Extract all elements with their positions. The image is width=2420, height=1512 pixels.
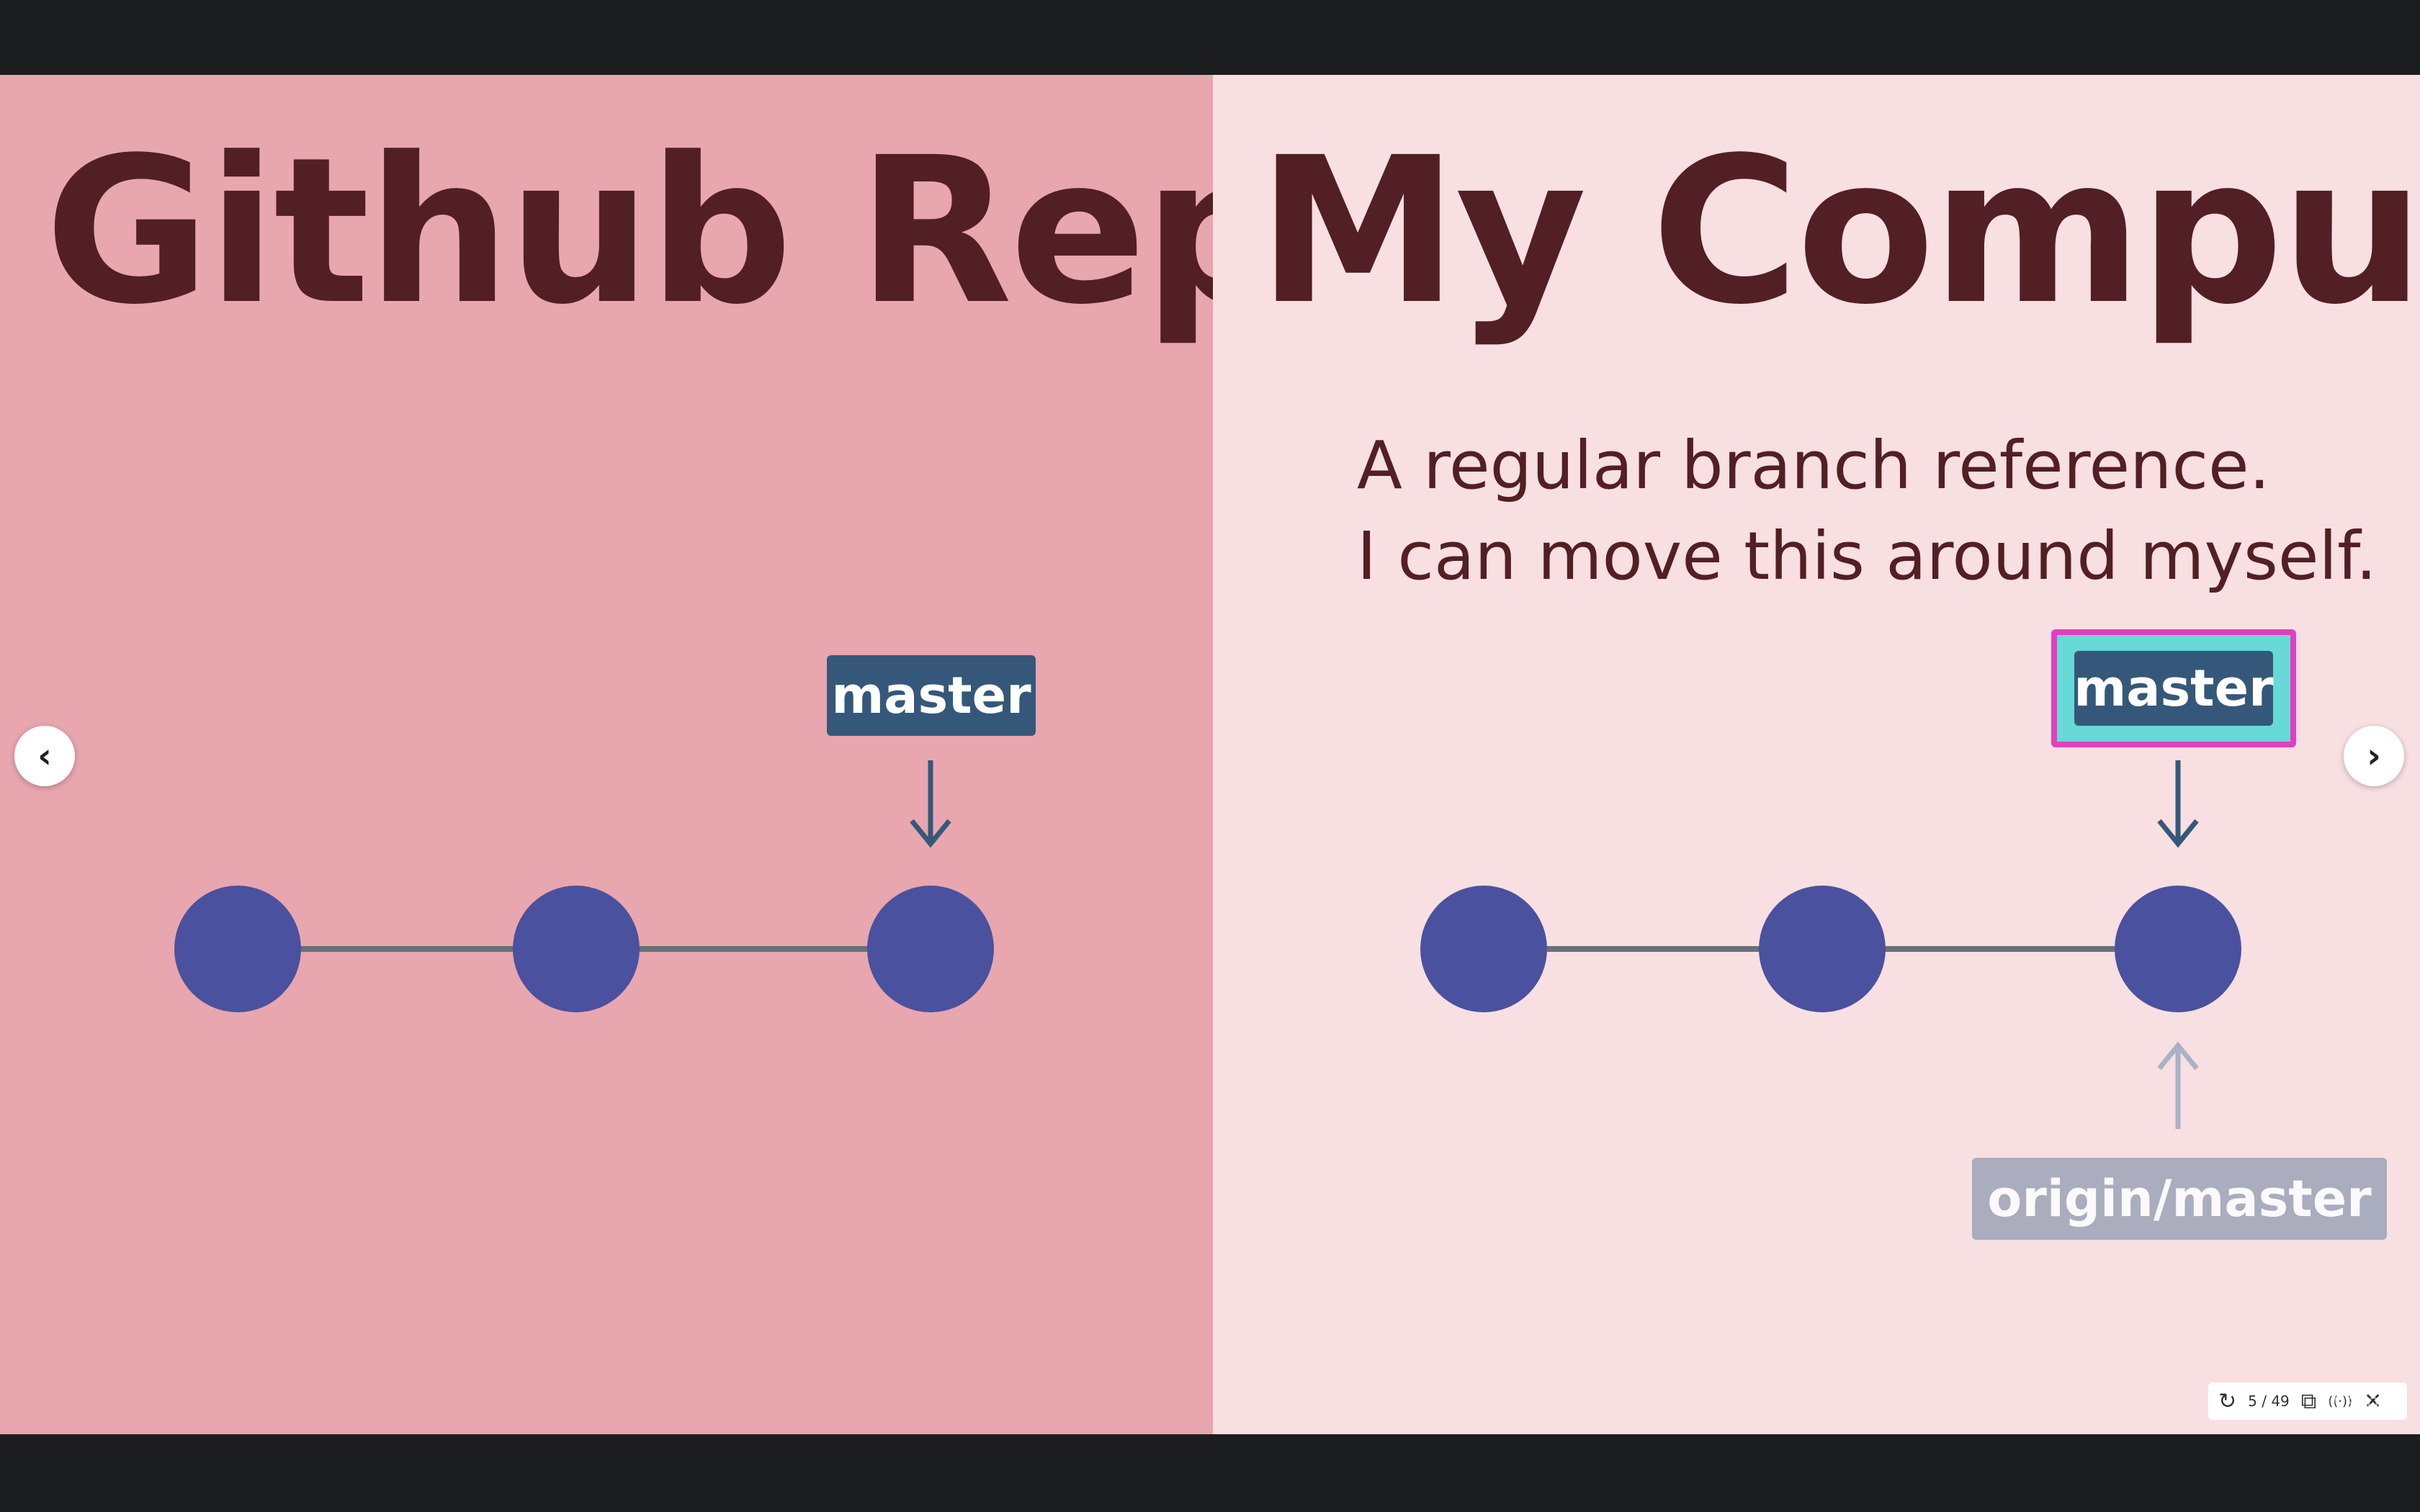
commit-node — [174, 886, 301, 1012]
master-branch-tag: master — [827, 655, 1036, 736]
previous-slide-button[interactable]: ‹ — [14, 726, 75, 786]
github-repo-panel: Github Repo master — [0, 75, 1424, 1434]
description-text: A regular branch reference. I can move t… — [1357, 420, 2378, 602]
slide: Github Repo master My Computer A regular… — [0, 75, 2420, 1434]
branch-pointer-arrowhead — [2157, 819, 2199, 848]
replay-icon[interactable]: ↻ — [2218, 1388, 2237, 1414]
slide-counter: 5 / 49 — [2248, 1392, 2290, 1410]
description-line: I can move this around myself. — [1357, 518, 2378, 595]
commit-node — [867, 886, 994, 1012]
my-computer-title: My Computer — [1258, 114, 2420, 349]
close-icon[interactable]: ✕ — [2364, 1388, 2383, 1414]
commit-graph-local — [1420, 760, 2241, 1129]
next-slide-button[interactable]: › — [2344, 726, 2404, 786]
github-repo-title: Github Repo — [45, 114, 1424, 349]
commit-node — [1420, 886, 1547, 1012]
slide-player-controls: ↻ 5 / 49 ⧉ ((·)) ✕ — [2208, 1382, 2407, 1420]
my-computer-panel: My Computer A regular branch reference. … — [1213, 75, 2420, 1434]
chevron-right-icon: › — [2367, 736, 2381, 776]
chevron-left-icon: ‹ — [37, 736, 52, 776]
local-master-branch-tag[interactable]: master — [2074, 651, 2274, 726]
commit-graph-remote — [174, 760, 994, 1012]
commit-node — [513, 886, 640, 1012]
screen-icon[interactable]: ⧉ — [2300, 1388, 2317, 1414]
udemy-watermark: udemy — [2318, 1390, 2393, 1415]
description-line: A regular branch reference. — [1357, 427, 2270, 504]
commit-node — [2115, 886, 2241, 1012]
branch-pointer-arrowhead — [910, 819, 951, 848]
cast-icon[interactable]: ((·)) — [2328, 1393, 2353, 1409]
origin-master-tag: origin/master — [1972, 1158, 2387, 1240]
commit-node — [1759, 886, 1886, 1012]
remote-pointer-arrowhead — [2157, 1041, 2199, 1071]
